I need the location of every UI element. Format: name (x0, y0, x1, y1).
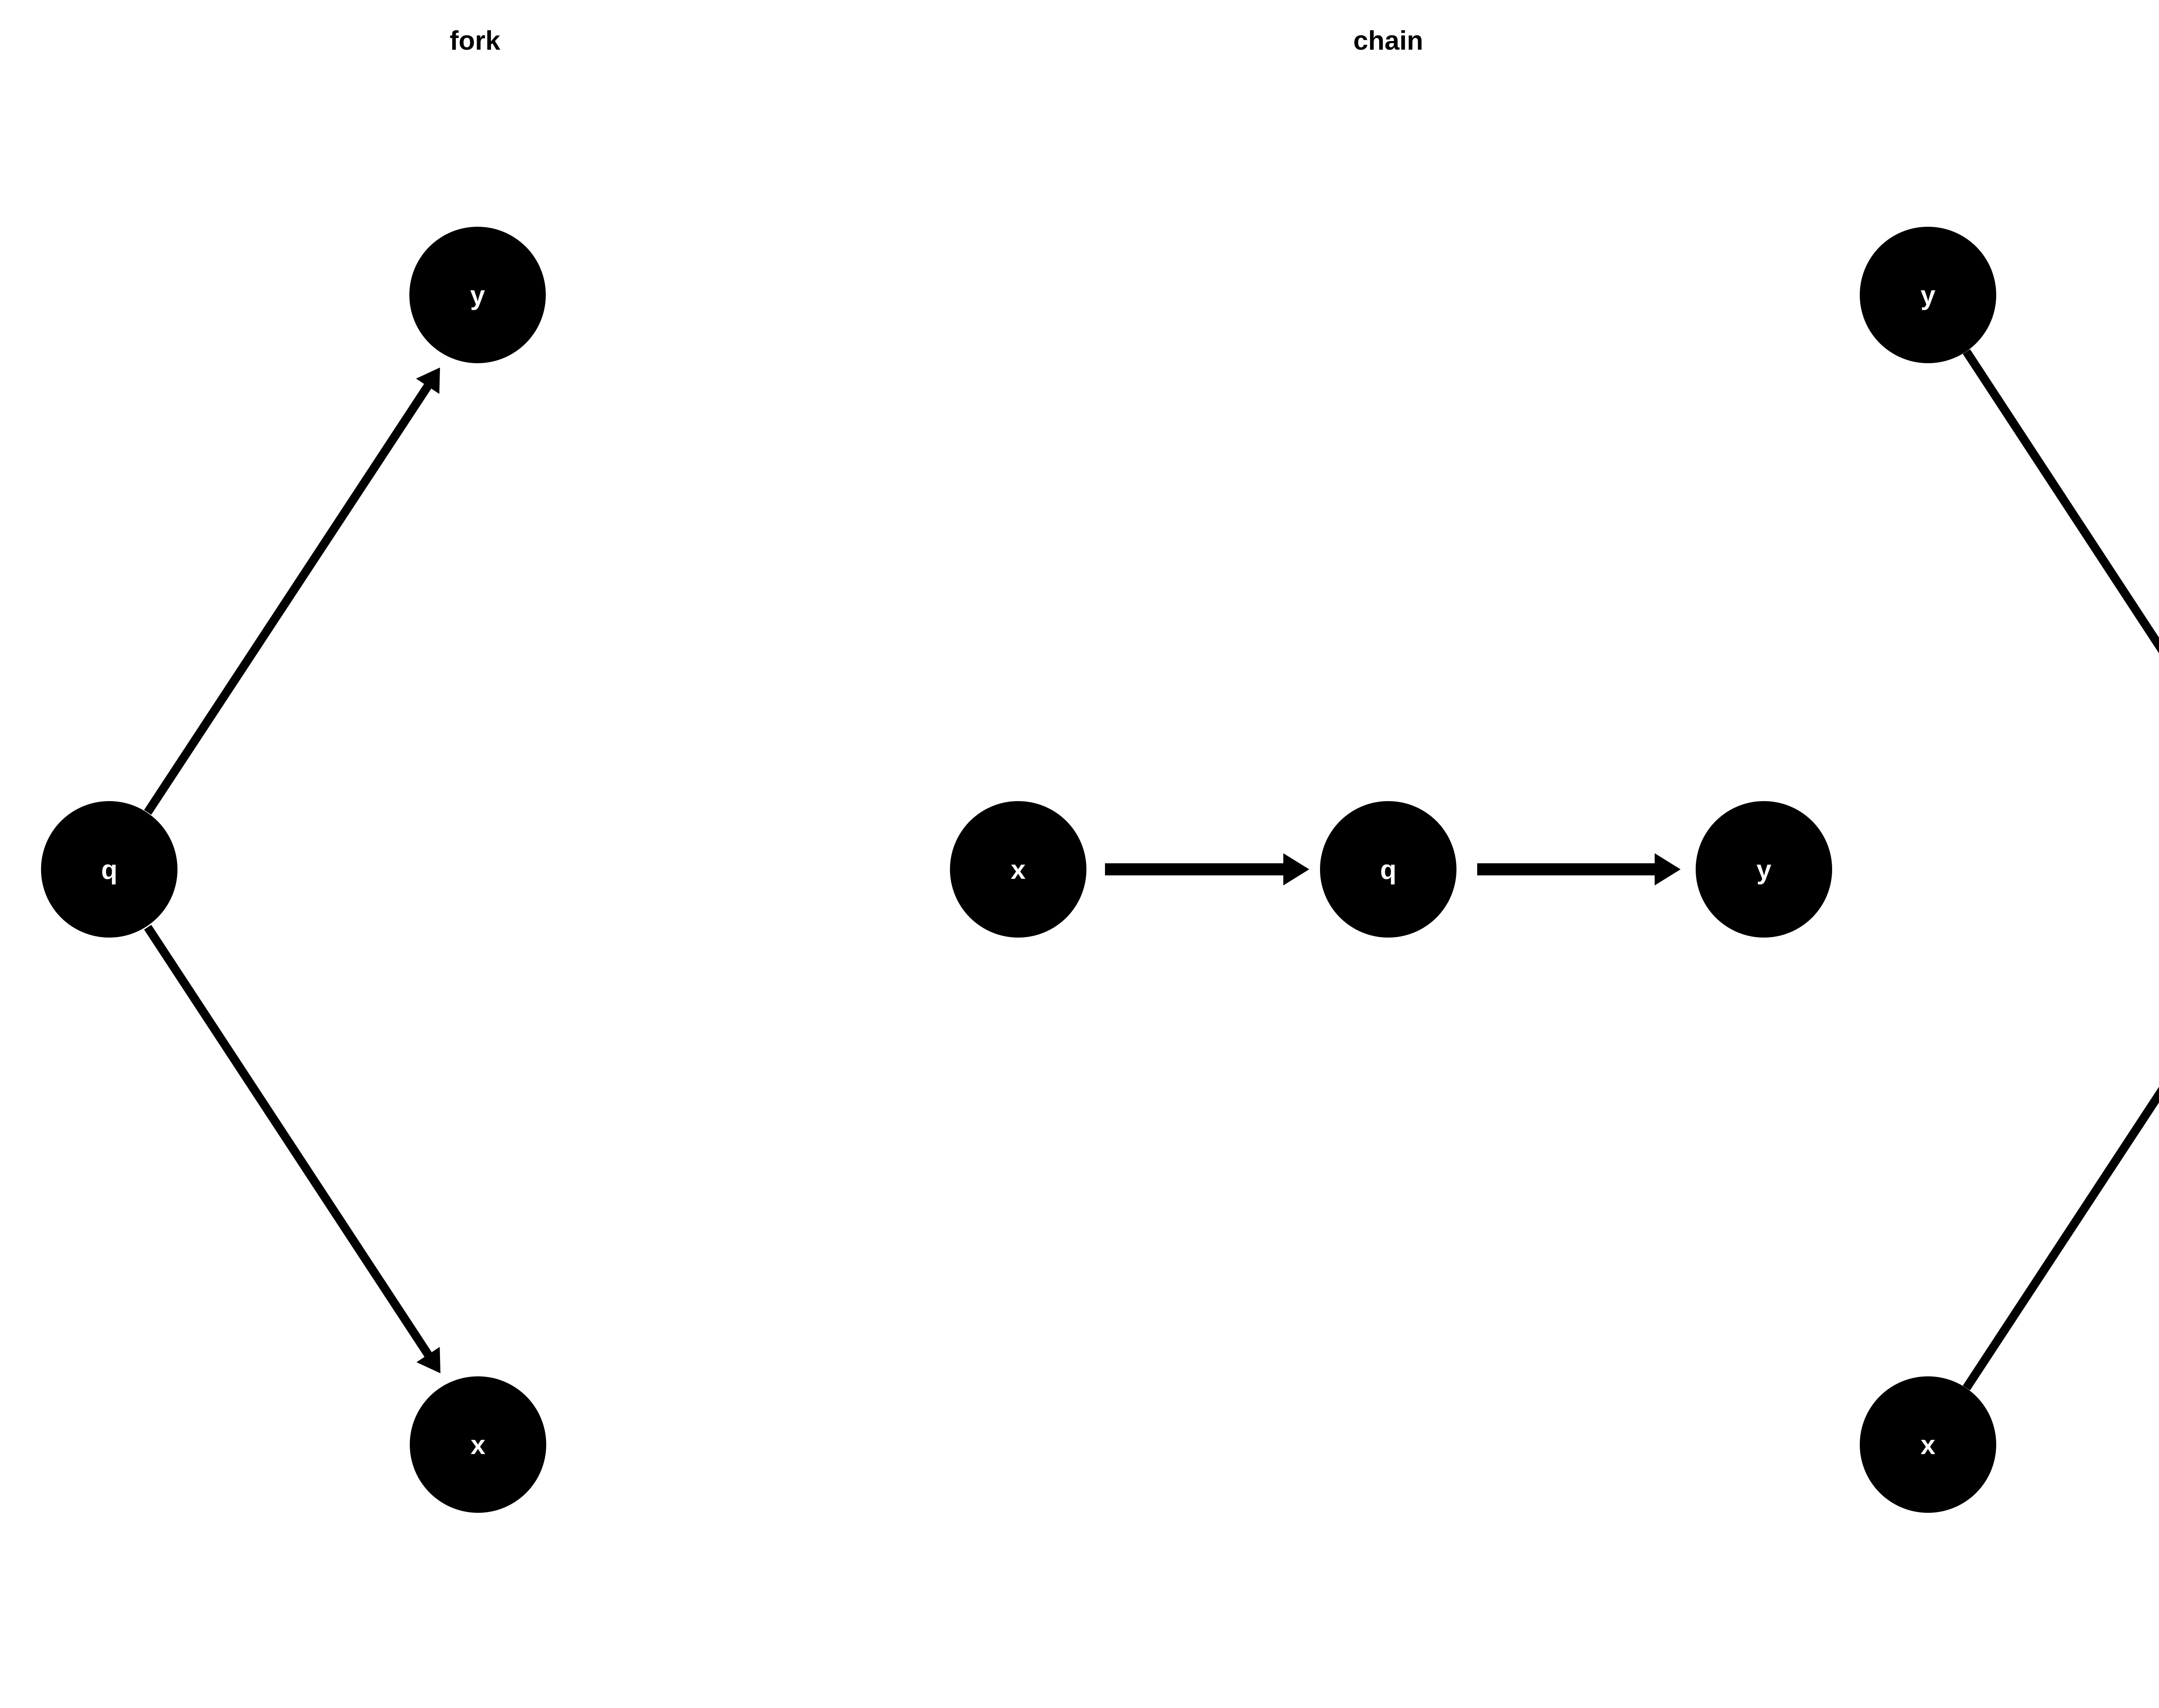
edge-fork-q-to-y (144, 368, 440, 815)
edge-shaft-collider-y-to-q (1963, 349, 2159, 653)
node-circle-fork-x[interactable] (410, 1376, 546, 1513)
edge-arrowhead-fork-q-to-y (416, 368, 440, 394)
node-chain-x[interactable]: x (950, 801, 1086, 938)
node-label-collider-y: y (1921, 281, 1936, 311)
node-chain-q[interactable]: q (1320, 801, 1456, 938)
edge-arrowhead-chain-q-to-y (1655, 853, 1681, 886)
edge-fork-q-to-x (144, 925, 440, 1373)
node-chain-y[interactable]: y (1696, 801, 1832, 938)
node-circle-chain-q[interactable] (1320, 801, 1456, 938)
node-label-fork-y: y (470, 281, 485, 311)
edge-collider-x-to-q (1963, 1087, 2159, 1391)
node-label-collider-x: x (1921, 1430, 1936, 1460)
node-fork-y[interactable]: y (409, 227, 546, 363)
node-fork-x[interactable]: x (410, 1376, 546, 1513)
edge-shaft-collider-x-to-q (1963, 1087, 2159, 1391)
panel-collider: collideryqx (1860, 227, 2159, 1513)
node-circle-fork-y[interactable] (409, 227, 546, 363)
node-circle-collider-y[interactable] (1860, 227, 1996, 363)
edge-collider-y-to-q (1963, 349, 2159, 653)
node-label-chain-y: y (1757, 855, 1772, 885)
node-circle-chain-y[interactable] (1696, 801, 1832, 938)
panel-chain: chain x q y (950, 26, 1832, 938)
node-circle-collider-x[interactable] (1860, 1376, 1996, 1513)
edge-chain-x-to-q (1105, 853, 1309, 886)
panel-fork: fork q y x (41, 26, 546, 1513)
panel-title-fork: fork (450, 26, 500, 56)
edge-shaft-fork-q-to-x (144, 925, 434, 1359)
node-fork-q[interactable]: q (41, 801, 177, 938)
node-label-fork-x: x (471, 1430, 486, 1460)
edge-chain-q-to-y (1477, 853, 1681, 886)
panel-title-chain: chain (1353, 26, 1423, 56)
node-label-chain-x: x (1011, 855, 1026, 885)
edge-arrowhead-fork-q-to-x (416, 1347, 440, 1373)
node-circle-fork-q[interactable] (41, 801, 177, 938)
node-label-fork-q: q (101, 855, 117, 885)
node-circle-chain-x[interactable] (950, 801, 1086, 938)
edge-shaft-fork-q-to-y (144, 381, 433, 815)
node-label-chain-q: q (1380, 855, 1396, 885)
node-collider-y[interactable]: y (1860, 227, 1996, 363)
node-collider-x[interactable]: x (1860, 1376, 1996, 1513)
edge-arrowhead-chain-x-to-q (1283, 853, 1309, 886)
